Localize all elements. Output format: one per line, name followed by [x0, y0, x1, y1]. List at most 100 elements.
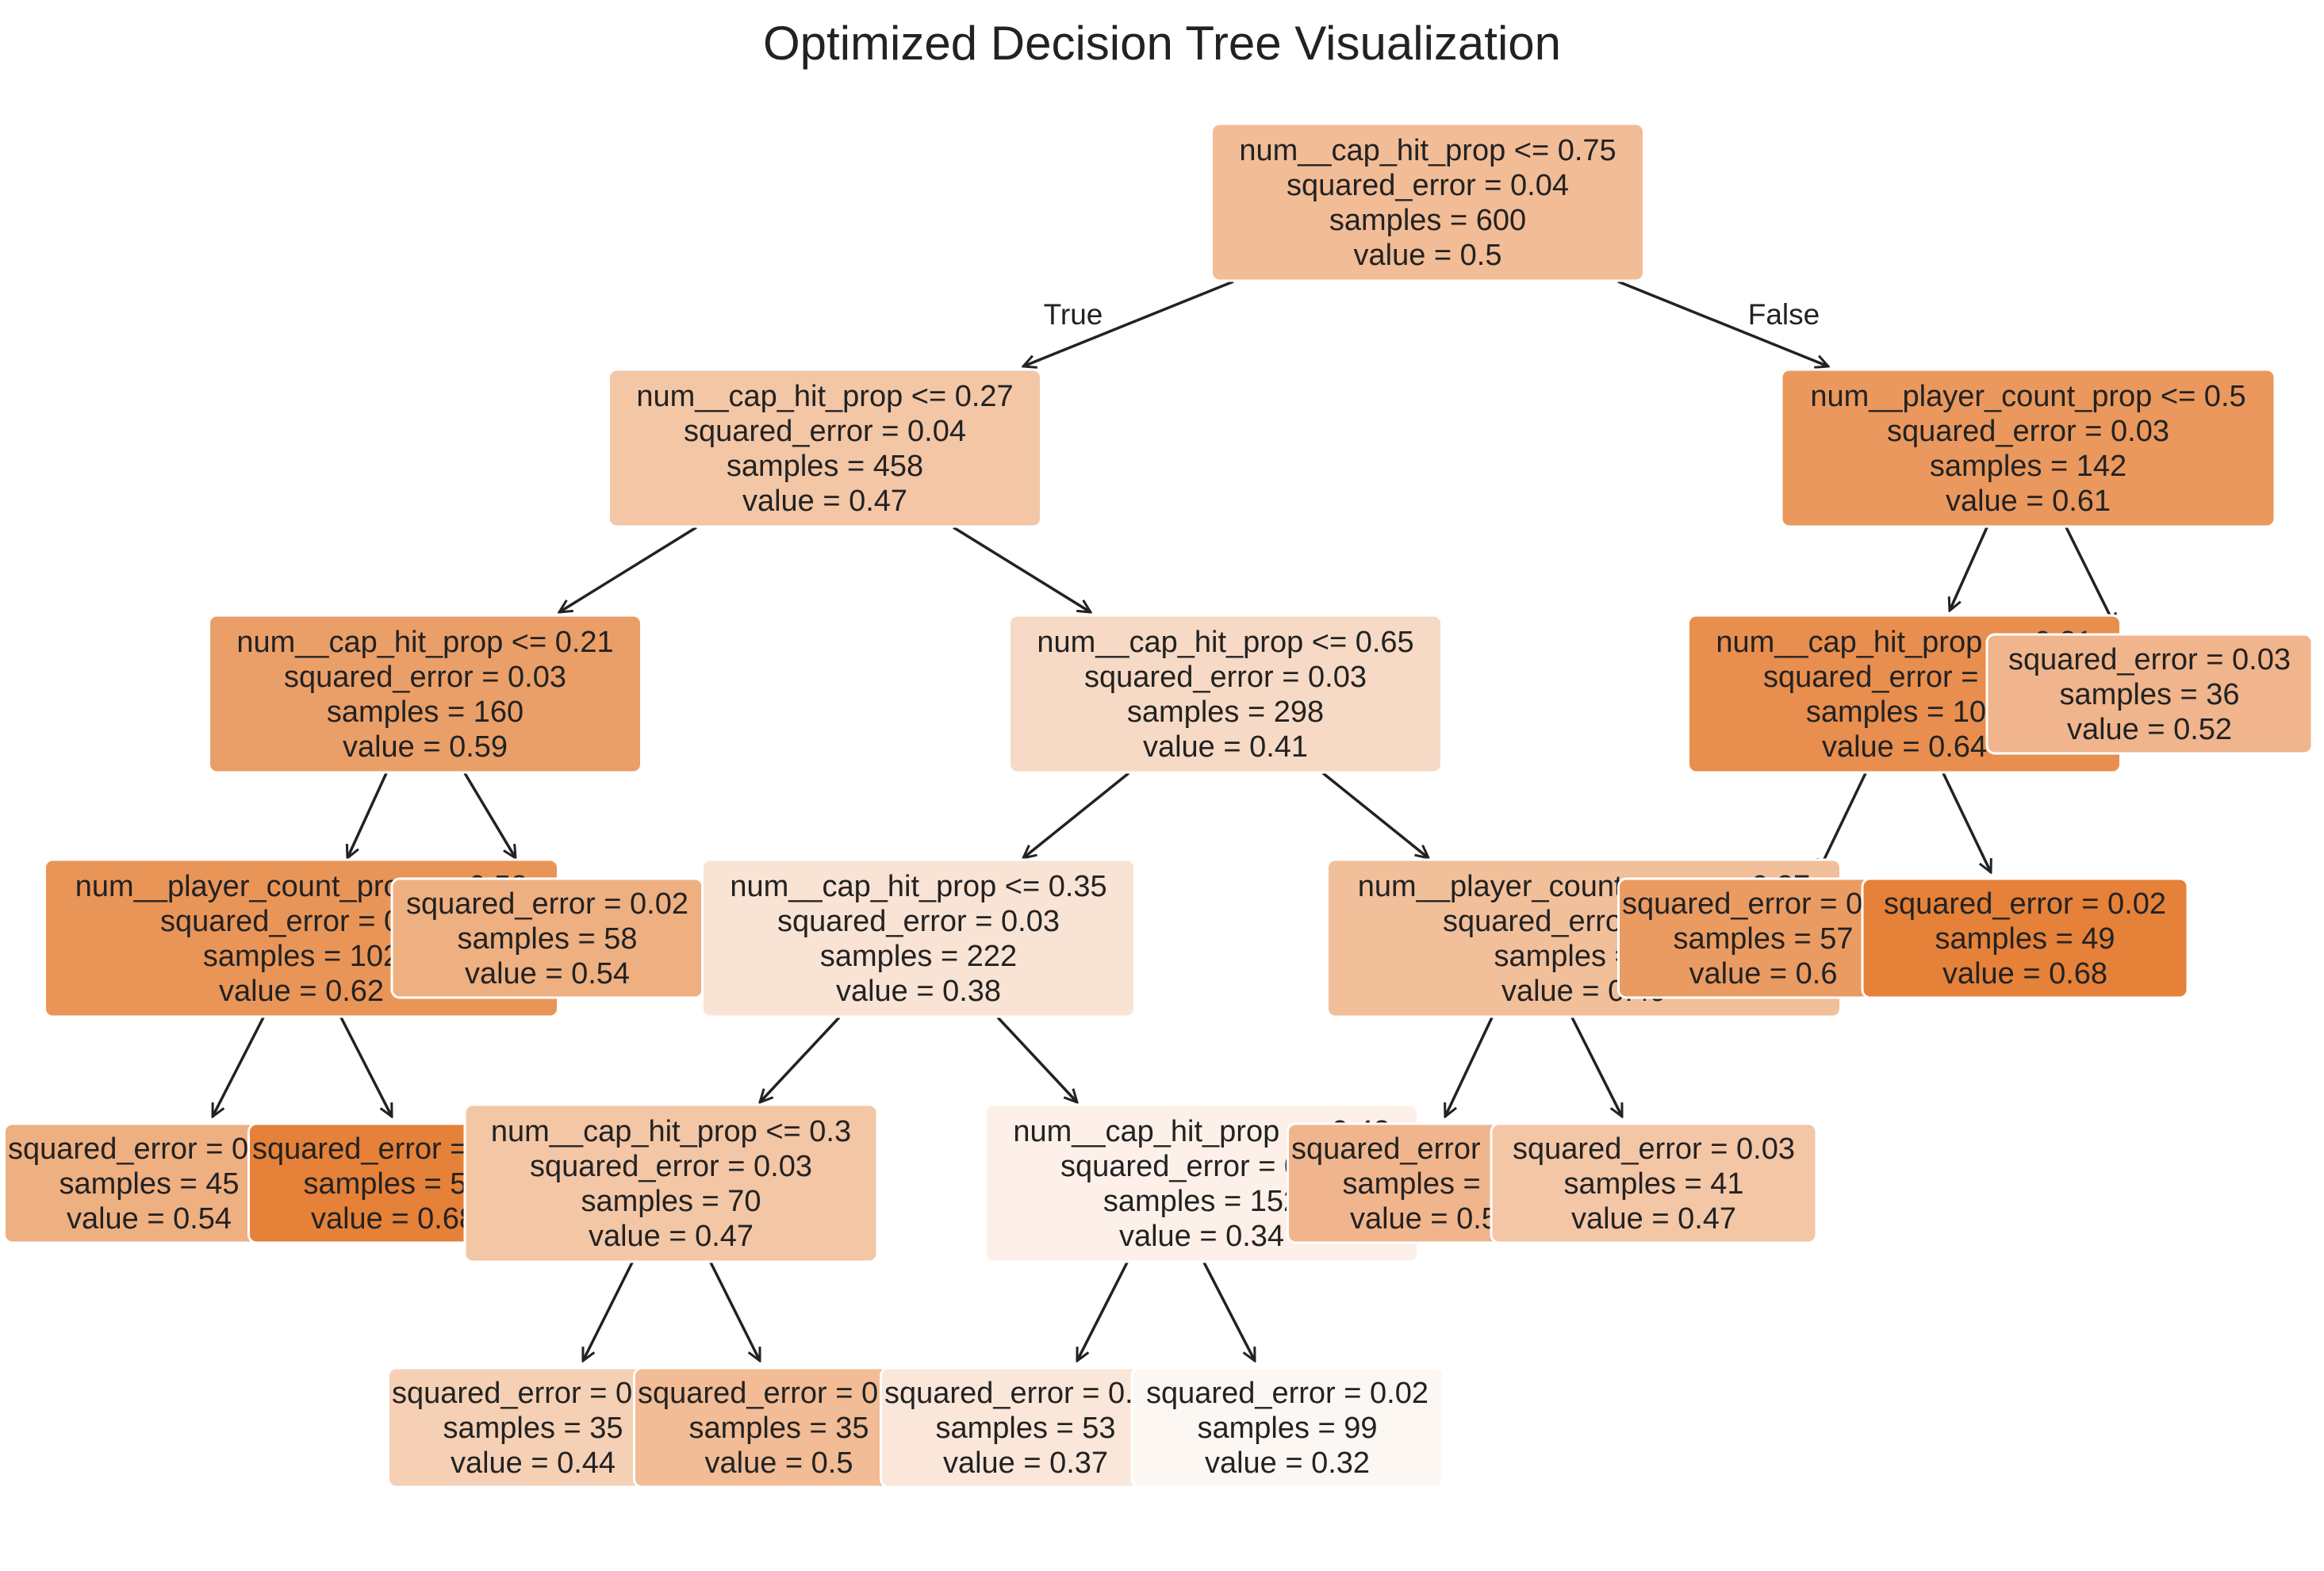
node-text-line: samples = 70	[581, 1185, 761, 1218]
node-text-line: samples = 99	[1197, 1412, 1377, 1445]
node-text-line: squared_error = 0.03	[1622, 887, 1904, 921]
node-text-line: squared_error = 0.03	[530, 1150, 812, 1183]
edge-n8-to-n9	[760, 1016, 841, 1102]
edge-n2-to-n6	[463, 772, 516, 858]
edge-label-true: True	[1044, 298, 1103, 331]
node-box	[1130, 1366, 1444, 1489]
node-text-line: samples = 35	[688, 1412, 869, 1445]
node-text-line: squared_error = 0.03	[1084, 661, 1367, 694]
edge-root-to-n1	[1023, 280, 1234, 366]
node-text-line: value = 0.61	[1946, 485, 2111, 518]
node-text-line: samples = 53	[935, 1412, 1115, 1445]
node-text-line: num__cap_hit_prop <= 0.3	[491, 1115, 851, 1148]
node-text-line: value = 0.41	[1143, 730, 1308, 764]
node-text-line: value = 0.38	[836, 975, 1001, 1008]
node-text-line: squared_error = 0.02	[1884, 887, 2166, 921]
node-text-line: samples = 600	[1329, 204, 1526, 237]
edge-n15-to-n17	[1570, 1017, 1624, 1117]
node-box	[1490, 1122, 1818, 1244]
edge-n2-to-n3	[347, 772, 388, 858]
node-text-line: squared_error = 0.02	[1146, 1377, 1429, 1410]
edge-n3-to-n5	[339, 1017, 393, 1117]
node-text-line: samples = 41	[1563, 1167, 1743, 1201]
node-text-line: num__player_count_prop <= 0.5	[1810, 380, 2245, 413]
node-text-line: value = 0.34	[1119, 1220, 1284, 1253]
node-text-line: samples = 58	[457, 922, 637, 956]
node-text-line: samples = 45	[59, 1167, 239, 1201]
node-box	[701, 858, 1136, 1018]
node-box	[1985, 633, 2314, 755]
edge-n1-to-n7	[953, 526, 1091, 612]
node-box	[1210, 122, 1645, 282]
node-text-line: value = 0.37	[943, 1446, 1108, 1480]
node-text-line: samples = 36	[2059, 678, 2239, 711]
node-text-line: value = 0.54	[465, 957, 630, 990]
edge-n8-to-n12	[996, 1016, 1077, 1102]
node-text-line: squared_error = 0.03	[284, 661, 566, 694]
node-text-line: squared_error = 0.03	[638, 1377, 920, 1410]
edge-n9-to-n10	[581, 1262, 634, 1361]
node-text-line: squared_error = 0.03	[1513, 1132, 1795, 1166]
node-text-line: samples = 142	[1930, 450, 2126, 483]
node-text-line: samples = 57	[303, 1167, 483, 1201]
node-box	[1008, 614, 1443, 774]
node-text-line: samples = 57	[1673, 922, 1853, 956]
node-text-line: samples = 298	[1127, 695, 1324, 729]
edge-n9-to-n11	[709, 1262, 761, 1361]
node-box	[463, 1103, 879, 1263]
edge-n7-to-n15	[1321, 772, 1429, 858]
node-text-line: value = 0.68	[1942, 957, 2107, 990]
node-box	[208, 614, 642, 774]
edge-n18-to-n19	[1950, 527, 1988, 611]
node-text-line: value = 0.44	[451, 1446, 616, 1480]
node-text-line: value = 0.52	[2067, 713, 2232, 746]
edge-n15-to-n16	[1445, 1017, 1494, 1117]
node-box	[608, 368, 1042, 528]
node-text-line: squared_error = 0.03	[2008, 643, 2291, 676]
node-text-line: samples = 106	[1806, 695, 2003, 729]
node-text-line: squared_error = 0.04	[1287, 169, 1569, 202]
node-text-line: num__cap_hit_prop <= 0.27	[636, 380, 1013, 413]
edge-n3-to-n4	[211, 1017, 265, 1117]
node-text-line: value = 0.47	[1571, 1202, 1736, 1236]
node-text-line: value = 0.52	[1350, 1202, 1515, 1236]
edge-label-false: False	[1748, 298, 1820, 331]
node-text-line: value = 0.6	[1689, 957, 1838, 990]
node-text-line: squared_error = 0.03	[777, 905, 1060, 938]
node-text-line: num__cap_hit_prop <= 0.65	[1037, 626, 1413, 659]
node-text-line: squared_error = 0.04	[684, 415, 966, 448]
node-text-line: squared_error = 0.02	[406, 887, 688, 921]
node-text-line: num__cap_hit_prop <= 0.35	[730, 870, 1106, 903]
edge-labels: True False	[1044, 298, 1820, 331]
edge-n18-to-n22	[2065, 527, 2117, 626]
edge-n19-to-n21	[1942, 772, 1991, 872]
edge-n12-to-n14	[1202, 1262, 1256, 1361]
node-text-line: samples = 222	[820, 940, 1017, 973]
node-text-line: num__cap_hit_prop <= 0.75	[1239, 134, 1616, 167]
diagram-title: Optimized Decision Tree Visualization	[763, 17, 1561, 70]
node-text-line: value = 0.47	[742, 485, 907, 518]
node-text-line: value = 0.54	[67, 1202, 232, 1236]
edge-n19-to-n20	[1818, 772, 1867, 872]
node-text-line: value = 0.5	[705, 1446, 853, 1480]
node-text-line: samples = 102	[203, 940, 400, 973]
node-box	[1861, 877, 2189, 999]
node-text-line: value = 0.68	[311, 1202, 476, 1236]
node-text-line: value = 0.59	[343, 730, 508, 764]
node-text-line: value = 0.64	[1822, 730, 1987, 764]
node-text-line: squared_error = 0.03	[1887, 415, 2169, 448]
node-text-line: num__cap_hit_prop <= 0.21	[236, 626, 613, 659]
node-text-line: samples = 458	[727, 450, 923, 483]
tree-node-n18: num__player_count_prop <= 0.5squared_err…	[1780, 368, 2276, 528]
edge-n12-to-n13	[1076, 1262, 1129, 1361]
